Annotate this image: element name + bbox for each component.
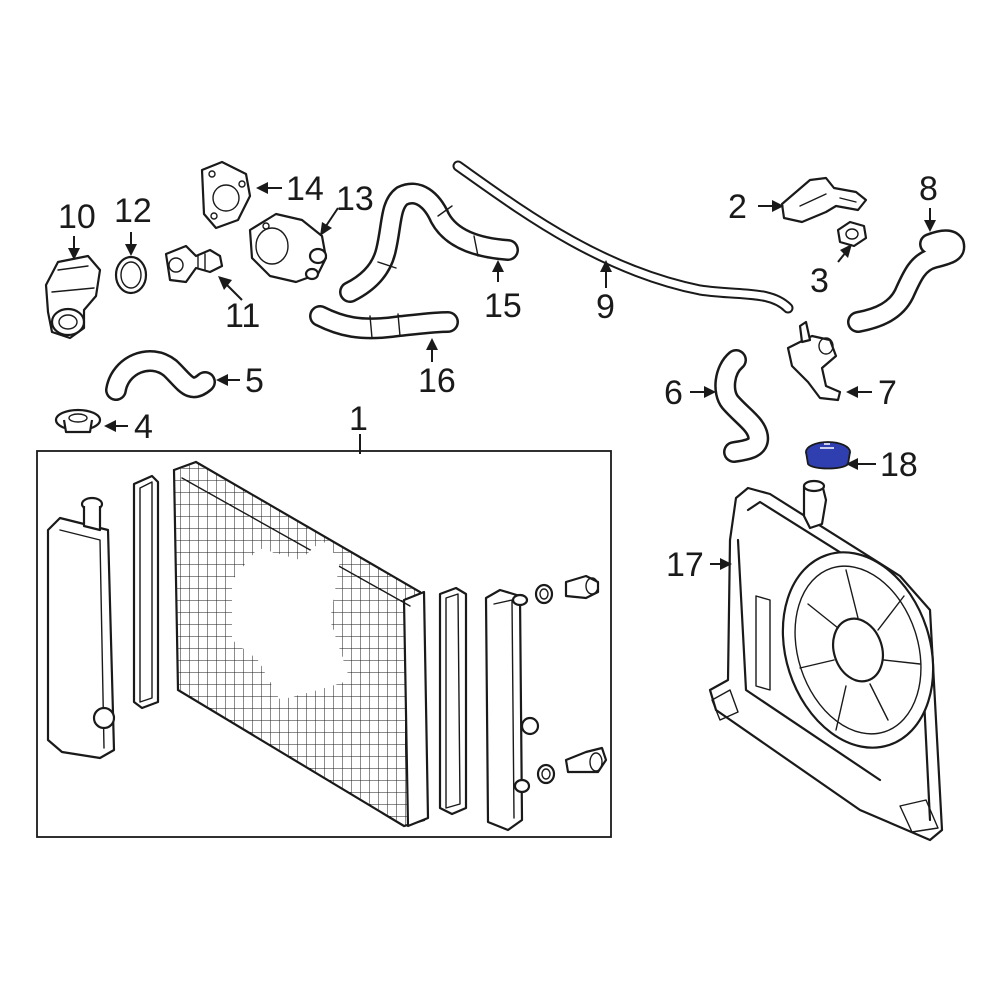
- part-3-clip: [836, 220, 868, 248]
- part-9-bypass-pipe: [452, 160, 794, 314]
- callout-12: 12: [114, 192, 152, 230]
- drain-plug-upper: [564, 574, 600, 600]
- part-7-union: [786, 320, 842, 402]
- callout-10: 10: [58, 198, 96, 236]
- callout-9: 9: [596, 288, 615, 326]
- part-6-hose: [714, 349, 770, 463]
- part-10-water-outlet: [44, 254, 102, 340]
- part-2-bracket: [780, 176, 868, 224]
- radiator-left-tank: [46, 496, 116, 760]
- part-14-housing-gasket: [200, 160, 252, 230]
- callout-18: 18: [880, 446, 918, 484]
- callout-8: 8: [919, 170, 938, 208]
- radiator-right-tank: [484, 588, 540, 832]
- callout-13: 13: [336, 180, 374, 218]
- callout-4: 4: [134, 408, 153, 446]
- part-18-reservoir-cap[interactable]: [805, 441, 851, 470]
- part-16-hose: [309, 305, 459, 340]
- part-12-gasket: [114, 255, 148, 295]
- part-4-seal: [54, 408, 102, 434]
- part-5-hose: [105, 350, 216, 401]
- drain-o-ring-lower: [536, 763, 556, 785]
- callout-5: 5: [245, 362, 264, 400]
- part-15-hose: [339, 182, 519, 303]
- drain-plug-lower: [564, 746, 608, 774]
- radiator-right-gasket: [438, 586, 468, 816]
- callout-labels: 1 2 3 4 5 6 7 8 9 10 11 12 13 14 15 16 1…: [58, 170, 938, 584]
- callout-14: 14: [286, 170, 324, 208]
- callout-2: 2: [728, 188, 747, 226]
- callout-1: 1: [349, 400, 368, 438]
- drain-o-ring-upper: [534, 583, 554, 605]
- callout-7: 7: [878, 374, 897, 412]
- callout-17: 17: [666, 546, 704, 584]
- part-11-thermostat: [164, 244, 224, 284]
- radiator-left-gasket: [132, 474, 160, 710]
- callout-11: 11: [225, 297, 260, 335]
- callout-3: 3: [810, 262, 829, 300]
- callout-15: 15: [484, 287, 522, 325]
- callout-16: 16: [418, 362, 456, 400]
- callout-6: 6: [664, 374, 683, 412]
- part-8-hose: [847, 229, 966, 333]
- leader-lines: [68, 182, 936, 570]
- part-17-fan-shroud: [708, 479, 944, 842]
- part-13-thermostat-housing: [248, 212, 328, 284]
- part-1-radiator-assembly: [36, 450, 612, 838]
- radiator-core: [172, 460, 430, 828]
